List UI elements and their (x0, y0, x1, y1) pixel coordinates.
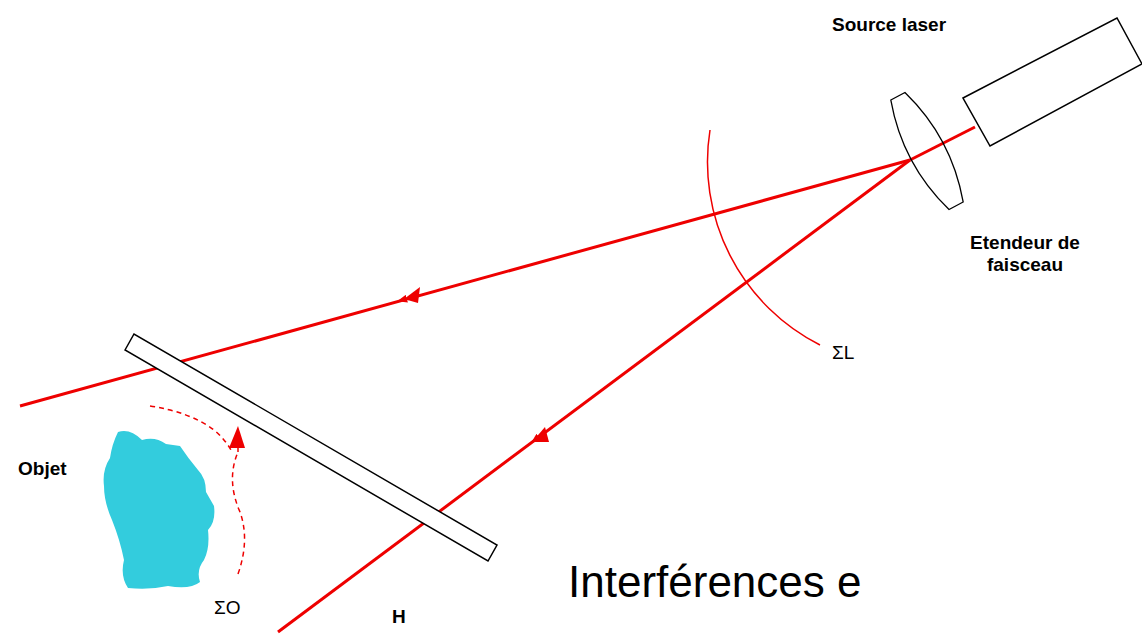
object-label: Objet (18, 458, 67, 480)
source-label: Source laser (832, 14, 946, 36)
wavefront-label: ΣL (832, 342, 854, 364)
reference-wavefront (707, 130, 820, 345)
plate-label: H (392, 606, 406, 628)
expander-label: Etendeur de faisceau (950, 232, 1100, 276)
beam-upper (20, 160, 910, 406)
wavefront-label: ΣO (214, 597, 241, 619)
beam-lower (278, 160, 910, 632)
heading-text: Interférences e (568, 557, 862, 608)
laser-beam (910, 127, 975, 160)
laser-box (963, 18, 1142, 146)
beam-expander-lens (882, 88, 972, 214)
object-wavefront (150, 406, 232, 452)
wave-arrow (229, 426, 245, 448)
object-wavefront (232, 452, 244, 574)
object-shape (104, 431, 215, 589)
